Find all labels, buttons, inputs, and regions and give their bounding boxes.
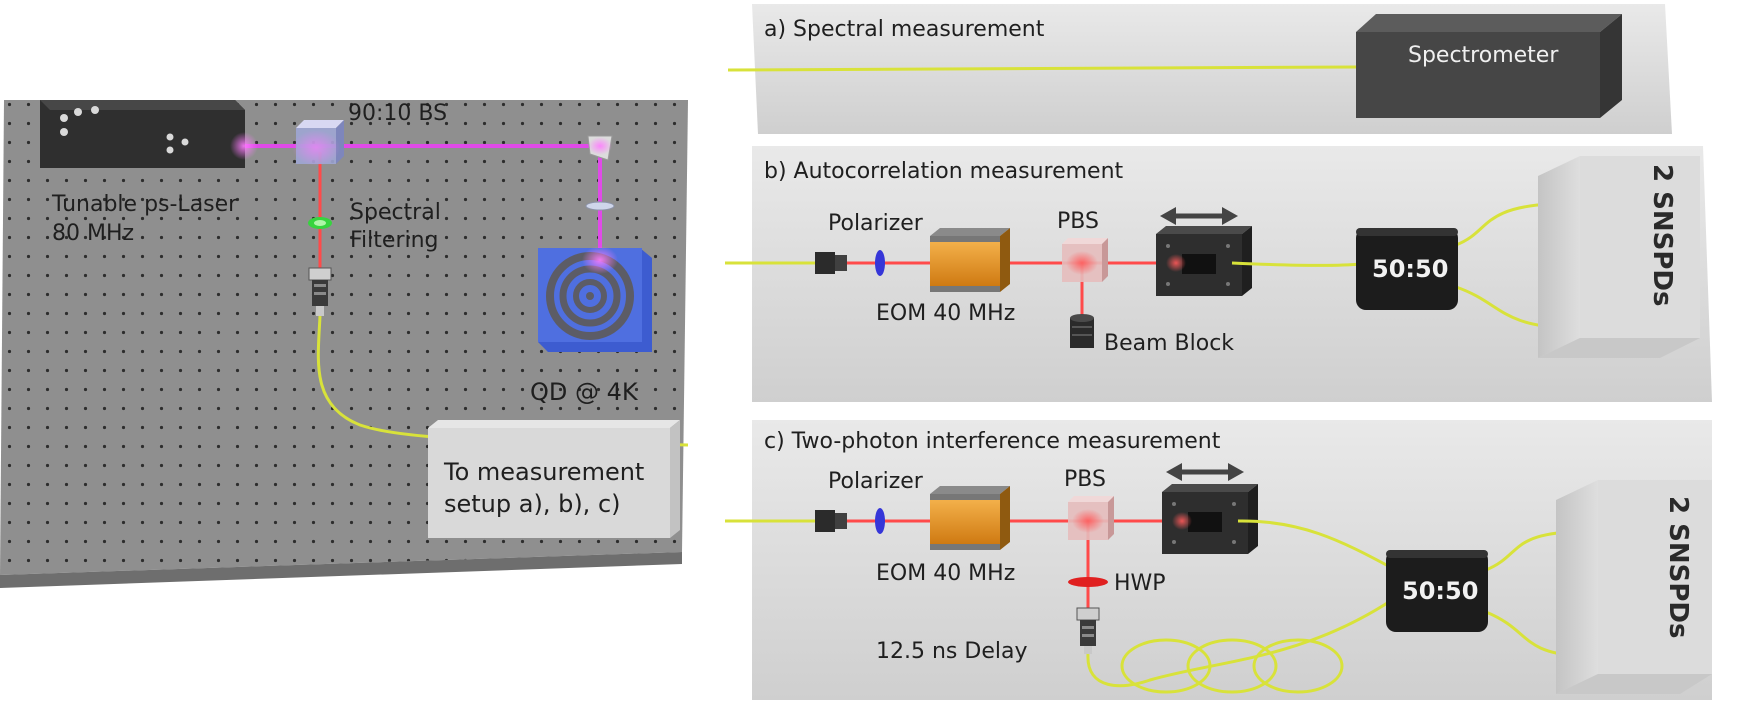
panel-c-eom: [930, 486, 1010, 550]
panel-c-delay-coupler: [1076, 607, 1100, 654]
panel-b-beam-block: [1070, 314, 1094, 348]
panel-b-polarizer-label: Polarizer: [828, 211, 924, 236]
panel-b-autocorrelation: b) Autocorrelation measurement Polarizer…: [725, 146, 1712, 402]
spectrometer: [1356, 14, 1622, 118]
panel-b-detector-label: 2 SNSPDs: [1647, 164, 1677, 306]
panel-b-fiber-to-splitter: [1231, 261, 1361, 267]
panel-c-detector-block: [1556, 480, 1712, 694]
panel-c-delay-label: 12.5 ns Delay: [876, 639, 1027, 664]
panel-a-fiber: [727, 65, 1359, 72]
table-edge: [0, 552, 682, 588]
panel-c-fiber-stage-to-splitter: [1237, 519, 1393, 570]
mirror: [587, 135, 613, 161]
output-label-line1: To measurement: [443, 458, 644, 486]
panel-c-two-photon: c) Two-photon interference measurement P…: [725, 420, 1712, 700]
panel-b-movement-arrow-icon: [1160, 207, 1238, 225]
laser-source: [40, 100, 258, 168]
laser-label-line1: Tunable ps-Laser: [51, 192, 238, 217]
panel-c-detector-label: 2 SNSPDs: [1663, 496, 1693, 638]
panel-c-movement-arrow-icon: [1166, 463, 1244, 481]
panel-b-beam-block-label: Beam Block: [1104, 331, 1234, 356]
laser-label-line2: 80 MHz: [52, 221, 134, 246]
spectral-filter: [308, 217, 332, 229]
panel-c-translation-stage: [1162, 484, 1258, 554]
laser-body: [40, 100, 245, 168]
panel-a-spectral: a) Spectral measurement Spectrometer: [727, 4, 1672, 134]
panel-c-pbs-label: PBS: [1064, 467, 1106, 492]
panel-c-polarizer: [875, 508, 885, 534]
panel-c-delay-fiber-loop: [1086, 598, 1393, 694]
qd-label: QD @ 4K: [530, 378, 639, 406]
panel-a-title: a) Spectral measurement: [764, 17, 1045, 42]
panel-c-polarizer-label: Polarizer: [828, 469, 924, 494]
panel-b-eom: [930, 228, 1010, 292]
filter-label-line1: Spectral: [350, 200, 441, 225]
panel-b-fiber-to-detector-1: [1455, 202, 1551, 247]
panel-b-collimator: [815, 252, 847, 274]
panel-b-polarizer: [875, 250, 885, 276]
panel-c-eom-label: EOM 40 MHz: [876, 561, 1015, 586]
bs-label: 90:10 BS: [348, 101, 447, 126]
panel-c-collimator: [815, 510, 847, 532]
focusing-lens: [585, 201, 615, 211]
panel-b-pbs-label: PBS: [1057, 209, 1099, 234]
panel-b-eom-label: EOM 40 MHz: [876, 301, 1015, 326]
panel-b-fiber-splitter: [1356, 228, 1458, 310]
panel-c-splitter-label: 50:50: [1402, 577, 1478, 605]
panel-c-half-wave-plate: [1068, 577, 1108, 587]
quantum-dot-sample: [538, 246, 652, 352]
filter-label-line2: Filtering: [350, 228, 439, 253]
panel-b-pbs: [1062, 238, 1108, 282]
panel-b-translation-stage: [1156, 226, 1252, 296]
panel-b-detector-block: [1538, 156, 1700, 358]
fiber-coupler: [308, 267, 332, 316]
spectrometer-label: Spectrometer: [1408, 43, 1559, 68]
panel-c-fiber-to-detector-1: [1485, 530, 1569, 572]
panel-c-pbs: [1068, 496, 1114, 540]
panel-b-title: b) Autocorrelation measurement: [764, 159, 1124, 184]
panel-c-fiber-splitter: [1386, 550, 1488, 632]
output-label-line2: setup a), b), c): [444, 490, 621, 518]
output-label-block: [428, 420, 680, 538]
panel-c-title: c) Two-photon interference measurement: [764, 429, 1221, 454]
panel-b-splitter-label: 50:50: [1372, 255, 1448, 283]
laser-indicator-led: [60, 114, 68, 122]
beam-splitter-90-10: [292, 120, 344, 166]
panel-c-hwp-label: HWP: [1114, 571, 1166, 596]
